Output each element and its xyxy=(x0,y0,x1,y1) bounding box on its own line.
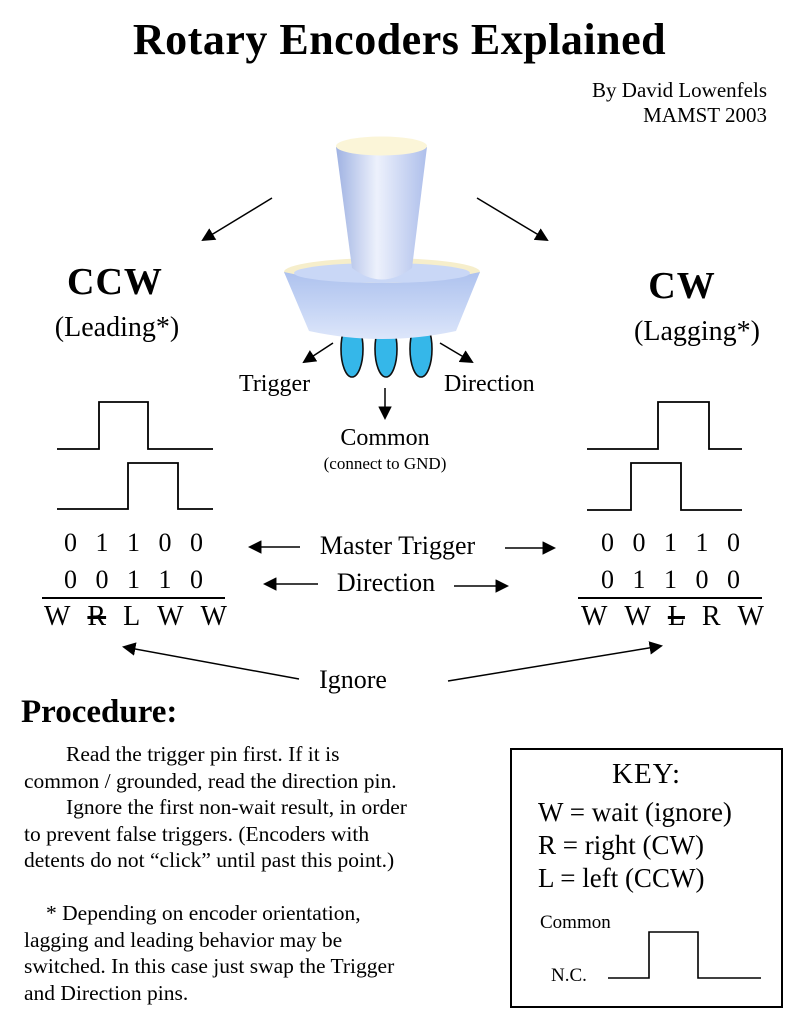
ccw-direction-waveform xyxy=(57,462,213,510)
knob-base-rim xyxy=(284,258,480,286)
cw-result-letter: W xyxy=(737,601,764,632)
key-title: KEY: xyxy=(612,758,681,790)
procedure-line: common / grounded, read the direction pi… xyxy=(24,768,397,793)
encoder-pins xyxy=(340,320,433,378)
ccw-trigger-waveform xyxy=(57,401,213,450)
cw-result-letter-ignored: L xyxy=(667,601,685,632)
arrow-to-trigger xyxy=(302,342,334,364)
common-pin-label: Common xyxy=(340,425,430,451)
ccw-direction-bits: 0 0 1 1 0 xyxy=(64,565,203,594)
ccw-result-letter-ignored: R xyxy=(87,601,107,632)
ccw-result-letter: W xyxy=(44,601,71,632)
arrow-to-direction xyxy=(439,342,474,364)
knob-base-top xyxy=(294,263,470,283)
key-entry-wait: W = wait (ignore) xyxy=(538,797,732,827)
arrow-to-ccw xyxy=(201,197,273,242)
footnote-line: switched. In this case just swap the Tri… xyxy=(24,954,395,978)
key-entry-left: L = left (CCW) xyxy=(538,863,705,893)
direction-row-label: Direction xyxy=(336,568,436,597)
key-entries: W = wait (ignore) R = right (CW) L = lef… xyxy=(538,796,732,895)
cw-subheading: (Lagging*) xyxy=(634,316,760,347)
trigger-pin-label: Trigger xyxy=(239,371,311,397)
direction-pin-label: Direction xyxy=(444,371,535,397)
cw-result-letter: W xyxy=(581,601,608,632)
knob-base xyxy=(284,272,480,339)
page-title: Rotary Encoders Explained xyxy=(132,15,667,64)
cw-direction-waveform xyxy=(587,462,742,511)
ignore-label: Ignore xyxy=(319,665,387,694)
key-waveform-high-label: Common xyxy=(540,912,611,933)
procedure-text: Read the trigger pin first. If it is com… xyxy=(24,741,504,874)
master-trigger-row-label: Master Trigger xyxy=(319,531,476,560)
encoder-knob-graphic xyxy=(284,136,480,378)
arrow-to-cw xyxy=(476,197,549,242)
ccw-subheading: (Leading*) xyxy=(54,312,180,343)
cw-result-letter: R xyxy=(701,601,721,632)
cw-result-row: W W L R W xyxy=(579,601,766,633)
ccw-result-row: W R L W W xyxy=(42,601,229,633)
byline-author: By David Lowenfels xyxy=(592,78,767,102)
knob-shaft-top xyxy=(336,136,427,156)
cw-trigger-waveform xyxy=(587,401,742,450)
ccw-result-letter: W xyxy=(157,601,184,632)
footnote-text: * Depending on encoder orientation, lagg… xyxy=(24,900,504,1006)
ccw-result-letter: W xyxy=(200,601,227,632)
ignore-left-arrow xyxy=(122,642,300,680)
ignore-right-arrow xyxy=(447,641,663,682)
ccw-master-trigger-bits: 0 1 1 0 0 xyxy=(64,528,203,557)
ccw-result-letter: L xyxy=(123,601,141,632)
byline-org: MAMST 2003 xyxy=(643,103,767,127)
procedure-line: Read the trigger pin first. If it is xyxy=(66,742,340,766)
cw-heading: CW xyxy=(648,265,716,307)
cw-direction-bits: 0 1 1 0 0 xyxy=(601,565,740,594)
procedure-line: detents do not “click” until past this p… xyxy=(24,848,395,872)
knob-shaft xyxy=(336,142,427,280)
footnote-line: * Depending on encoder orientation, xyxy=(46,901,361,925)
cw-master-trigger-bits: 0 0 1 1 0 xyxy=(601,528,740,557)
key-box xyxy=(510,748,783,1008)
procedure-line: to prevent false triggers. (Encoders wit… xyxy=(24,821,370,846)
ccw-heading: CCW xyxy=(67,261,163,303)
cw-result-letter: W xyxy=(624,601,651,632)
procedure-line: Ignore the first non-wait result, in ord… xyxy=(66,795,407,819)
key-entry-right: R = right (CW) xyxy=(538,830,704,860)
key-waveform-low-label: N.C. xyxy=(551,965,587,986)
common-gnd-note: (connect to GND) xyxy=(323,454,447,473)
footnote-line: and Direction pins. xyxy=(24,980,189,1005)
procedure-heading: Procedure: xyxy=(21,694,178,730)
footnote-line: lagging and leading behavior may be xyxy=(24,927,343,952)
